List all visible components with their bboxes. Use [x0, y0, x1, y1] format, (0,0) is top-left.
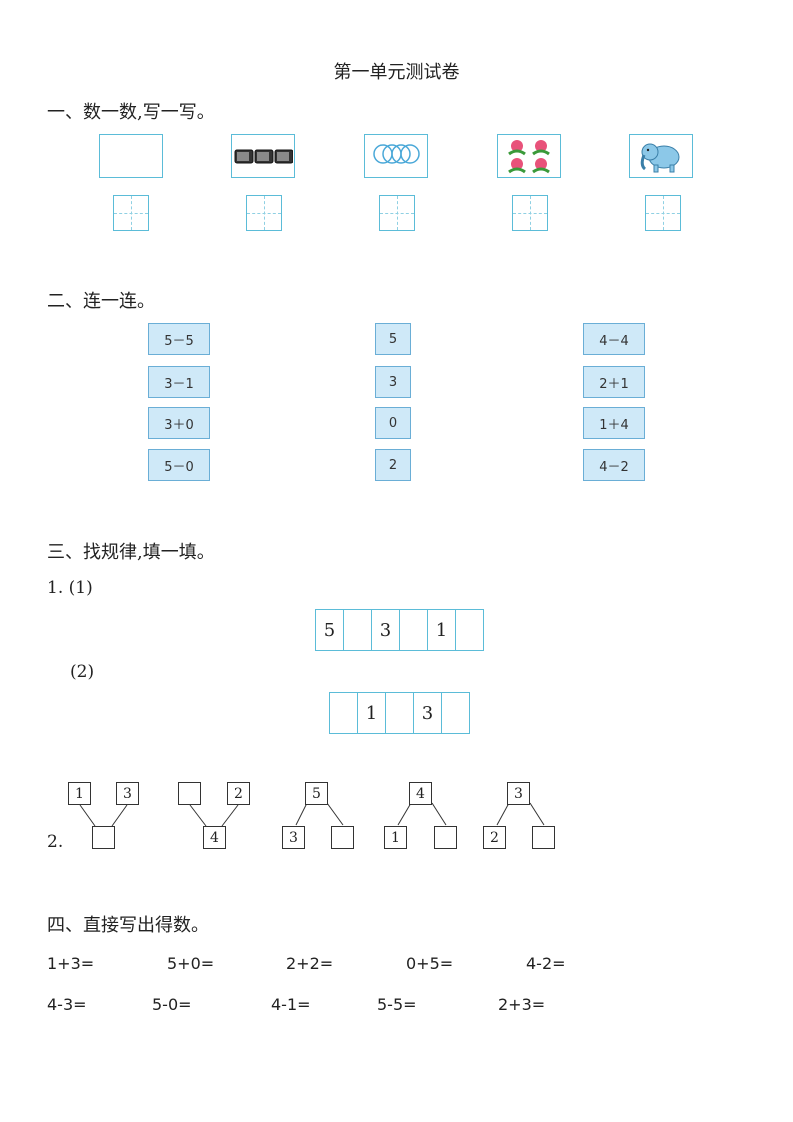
match-right-1[interactable]: 4－4	[583, 323, 645, 355]
match-left-3[interactable]: 3＋0	[148, 407, 210, 439]
match-middle-3[interactable]: 0	[375, 407, 411, 439]
calc-item: 4-1=	[271, 995, 311, 1014]
calc-item: 4-3=	[47, 995, 87, 1014]
pattern-cell: 3	[372, 610, 400, 650]
pattern-row-1: 5 3 1	[315, 609, 484, 651]
answer-grid-4[interactable]	[512, 195, 548, 231]
section-1-heading: 一、数一数,写一写。	[47, 102, 215, 123]
match-left-1[interactable]: 5－5	[148, 323, 210, 355]
decomp-5-top: 3	[507, 782, 530, 805]
decomp-2-part-a[interactable]	[178, 782, 201, 805]
calc-item: 2+3=	[498, 995, 546, 1014]
calc-item: 4-2=	[526, 954, 566, 973]
pattern-cell: 5	[316, 610, 344, 650]
decomp-lines	[79, 802, 545, 827]
pattern-cell: 1	[428, 610, 456, 650]
match-right-2[interactable]: 2＋1	[583, 366, 645, 398]
calc-item: 2+2=	[286, 954, 334, 973]
pattern-cell[interactable]	[330, 693, 358, 733]
decomp-3-top: 5	[305, 782, 328, 805]
decomp-3-right[interactable]	[331, 826, 354, 849]
calc-item: 5+0=	[167, 954, 215, 973]
picture-box-4	[497, 134, 561, 178]
match-left-2[interactable]: 3－1	[148, 366, 210, 398]
pattern-cell[interactable]	[456, 610, 483, 650]
picture-box-5	[629, 134, 693, 178]
question-2-label: 2.	[47, 832, 64, 852]
pattern-cell[interactable]	[400, 610, 428, 650]
match-middle-2[interactable]: 3	[375, 366, 411, 398]
match-left-4[interactable]: 5－0	[148, 449, 210, 481]
section-3-heading: 三、找规律,填一填。	[47, 542, 215, 563]
calc-item: 1+3=	[47, 954, 95, 973]
decomp-2-whole: 4	[203, 826, 226, 849]
picture-box-3	[364, 134, 428, 178]
decomp-4-top: 4	[409, 782, 432, 805]
answer-grid-1[interactable]	[113, 195, 149, 231]
section-2-heading: 二、连一连。	[47, 291, 155, 312]
decomp-4-left: 1	[384, 826, 407, 849]
pattern-cell[interactable]	[386, 693, 414, 733]
match-right-3[interactable]: 1＋4	[583, 407, 645, 439]
match-middle-1[interactable]: 5	[375, 323, 411, 355]
match-right-4[interactable]: 4－2	[583, 449, 645, 481]
decomp-1-part-a: 1	[68, 782, 91, 805]
tv-icon	[234, 149, 293, 164]
question-1-1-label: 1. (1)	[47, 578, 93, 598]
calc-item: 5-0=	[152, 995, 192, 1014]
decomp-5-right[interactable]	[532, 826, 555, 849]
calc-item: 5-5=	[377, 995, 417, 1014]
pattern-cell: 3	[414, 693, 442, 733]
decomp-1-part-b: 3	[116, 782, 139, 805]
answer-grid-5[interactable]	[645, 195, 681, 231]
picture-box-2	[231, 134, 295, 178]
decomp-1-whole[interactable]	[92, 826, 115, 849]
answer-grid-2[interactable]	[246, 195, 282, 231]
pattern-cell[interactable]	[344, 610, 372, 650]
match-middle-4[interactable]: 2	[375, 449, 411, 481]
section-4-heading: 四、直接写出得数。	[47, 915, 209, 936]
calc-item: 0+5=	[406, 954, 454, 973]
elephant-icon	[640, 143, 680, 173]
pattern-row-2: 1 3	[329, 692, 470, 734]
pattern-cell[interactable]	[442, 693, 469, 733]
pattern-cell: 1	[358, 693, 386, 733]
question-1-2-label: (2)	[70, 662, 95, 682]
decomp-4-right[interactable]	[434, 826, 457, 849]
flower-icon	[508, 140, 550, 174]
decomp-5-left: 2	[483, 826, 506, 849]
page-title: 第一单元测试卷	[333, 62, 460, 83]
decomp-2-part-b: 2	[227, 782, 250, 805]
answer-grid-3[interactable]	[379, 195, 415, 231]
decomp-3-left: 3	[282, 826, 305, 849]
rings-icon	[373, 144, 420, 164]
picture-box-1	[99, 134, 163, 178]
